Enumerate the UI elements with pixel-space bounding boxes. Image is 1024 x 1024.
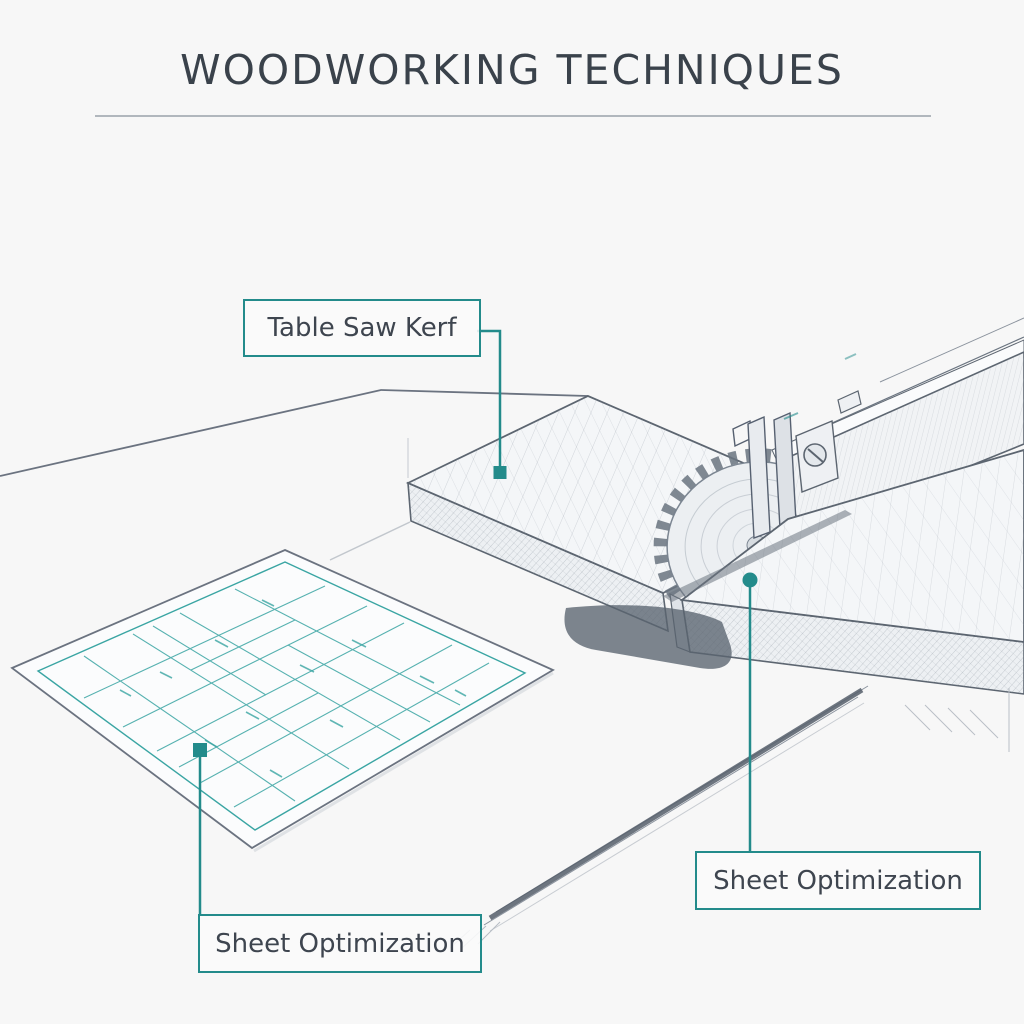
title-divider (95, 115, 931, 117)
callout-connectors (193, 329, 758, 914)
kerf-shadow-sketch (564, 510, 852, 669)
kerf-marker-dot (493, 466, 507, 479)
callout-table-saw-kerf-label: Table Saw Kerf (267, 313, 457, 343)
sheet-left-marker-dot (193, 743, 207, 757)
callout-table-saw-kerf: Table Saw Kerf (243, 299, 481, 357)
rip-fence-sketch (732, 317, 1024, 549)
right-sheet-sketch (669, 449, 1024, 695)
page-title: WOODWORKING TECHNIQUES (180, 46, 844, 94)
table-edge-line (0, 389, 589, 477)
kerf-connector-line (477, 329, 502, 467)
callout-sheet-optimization-left: Sheet Optimization (198, 914, 482, 973)
callout-sheet-optimization-left-label: Sheet Optimization (215, 928, 465, 959)
callout-sheet-optimization-right: Sheet Optimization (695, 851, 981, 910)
sheet-right-marker-dot (742, 572, 758, 588)
cutting-plan-sheet-icon (10, 549, 555, 853)
callout-sheet-optimization-right-label: Sheet Optimization (713, 865, 963, 896)
